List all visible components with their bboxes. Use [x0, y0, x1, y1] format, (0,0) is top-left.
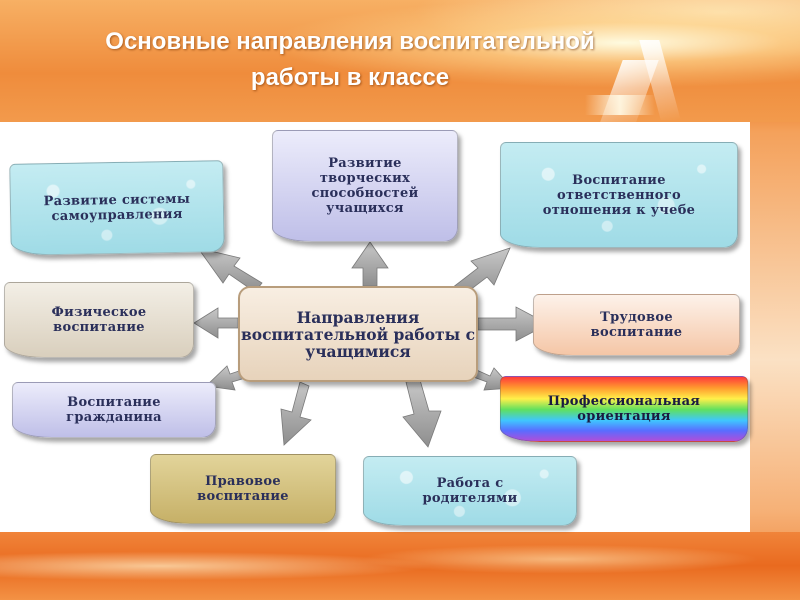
node-citizen-text: Воспитание гражданина	[66, 395, 162, 425]
node-career-text: Профессиональная ориентация	[547, 394, 701, 424]
node-citizen: Воспитание гражданина	[12, 382, 216, 438]
light-flare	[585, 95, 655, 115]
footer-background	[0, 532, 800, 600]
node-legal: Правовое воспитание	[150, 454, 336, 524]
slide-title-line1: Основные направления воспитательной	[105, 28, 595, 55]
slide-title: Основные направления воспитательной рабо…	[0, 24, 700, 96]
center-node-text: Направления воспитательной работы с учащ…	[240, 307, 476, 361]
node-creative-text: Развитие творческих способностей учащихс…	[311, 156, 419, 216]
center-node: Направления воспитательной работы с учащ…	[238, 286, 478, 382]
node-labor-text: Трудовое воспитание	[590, 310, 683, 340]
node-career: Профессиональная ориентация	[500, 376, 748, 442]
header-background	[0, 0, 800, 130]
node-physical: Физическое воспитание	[4, 282, 194, 358]
node-self-government-text: Развитие системы самоуправления	[43, 191, 191, 225]
node-physical-text: Физическое воспитание	[51, 305, 147, 335]
node-responsible: Воспитание ответственного отношения к уч…	[500, 142, 738, 248]
node-creative: Развитие творческих способностей учащихс…	[272, 130, 458, 242]
node-parents: Работа с родителями	[363, 456, 577, 526]
node-legal-text: Правовое воспитание	[197, 474, 289, 504]
node-parents-text: Работа с родителями	[422, 476, 518, 506]
node-self-government: Развитие системы самоуправления	[9, 160, 225, 256]
slide-title-line2: работы в классе	[250, 64, 450, 91]
node-responsible-text: Воспитание ответственного отношения к уч…	[542, 172, 696, 218]
node-labor: Трудовое воспитание	[533, 294, 740, 356]
